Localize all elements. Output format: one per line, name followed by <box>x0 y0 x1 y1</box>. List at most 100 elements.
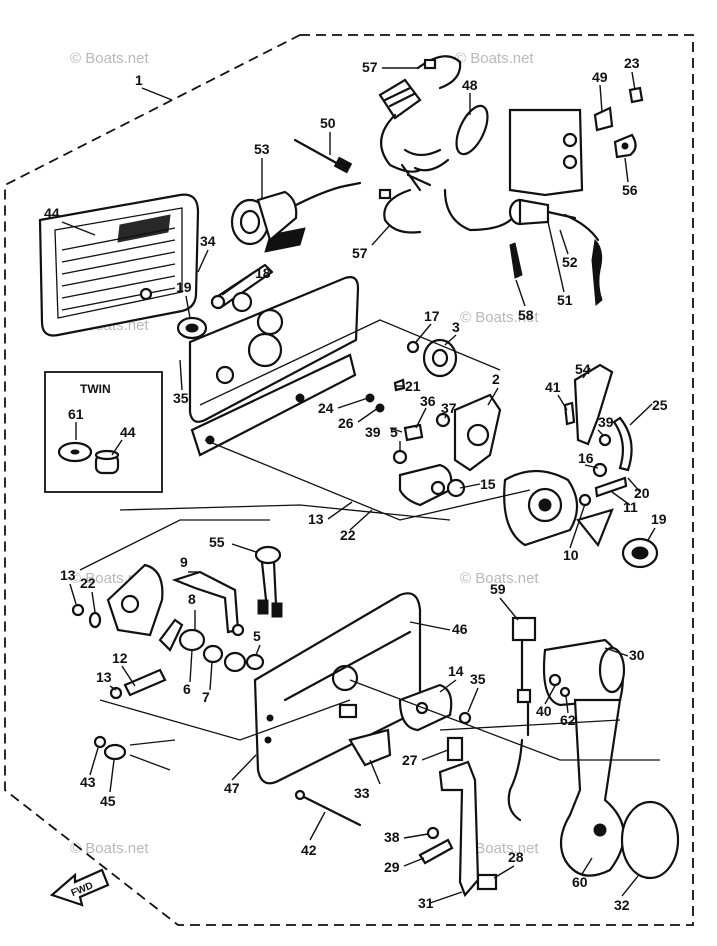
callout: 53 <box>254 141 270 157</box>
watermark: © Boats.net <box>460 309 539 326</box>
switch-bracket <box>508 86 644 197</box>
probe <box>293 138 353 174</box>
callout: 47 <box>224 780 240 796</box>
shift-cam <box>365 338 502 507</box>
leader-lines <box>61 67 656 904</box>
callout: 30 <box>629 647 645 663</box>
callout: 57 <box>352 245 368 261</box>
clip-49 <box>593 106 614 132</box>
callout: 5 <box>253 628 261 644</box>
callout: 5 <box>390 424 398 440</box>
callout: 19 <box>176 279 192 295</box>
bolt-42 <box>298 793 362 827</box>
callout: 29 <box>384 859 400 875</box>
main-switch <box>230 183 352 246</box>
callout: 56 <box>622 182 638 198</box>
mounting-plate <box>188 276 360 457</box>
shift-lever-assembly <box>71 563 265 700</box>
callout: 18 <box>255 265 271 281</box>
callout: 26 <box>338 415 354 431</box>
control-housing <box>253 592 422 785</box>
watermark: © Boats.net <box>460 840 539 857</box>
assembly-lines <box>79 319 660 761</box>
callout: 52 <box>562 254 578 270</box>
callout: 21 <box>405 378 421 394</box>
pin-58 <box>509 242 523 279</box>
callout: 25 <box>652 397 668 413</box>
callout: 39 <box>365 424 381 440</box>
callout: 36 <box>420 393 436 409</box>
callout: 50 <box>320 115 336 131</box>
assembly-outline <box>4 34 694 926</box>
twin-label: 44 <box>120 424 136 440</box>
callout: 39 <box>598 414 614 430</box>
washer-45 <box>103 743 127 761</box>
callout: 44 <box>44 205 60 221</box>
callout: 34 <box>200 233 216 249</box>
callout: 7 <box>202 689 210 705</box>
callout: 28 <box>508 849 524 865</box>
callout: 48 <box>462 77 478 93</box>
washer-17 <box>406 340 420 354</box>
callout: 22 <box>340 527 356 543</box>
neutral-switch-59 <box>507 616 537 822</box>
callout: 12 <box>112 650 128 666</box>
twin-box: TWIN 61 44 <box>44 371 163 493</box>
shift-arm <box>418 736 498 898</box>
callout: 16 <box>578 450 594 466</box>
callout: 62 <box>560 712 576 728</box>
callout: 43 <box>80 774 96 790</box>
callout: 42 <box>301 842 317 858</box>
callout: 55 <box>209 534 225 550</box>
twin-label: 61 <box>68 406 84 422</box>
callout: 13 <box>60 567 76 583</box>
callout: 57 <box>362 59 378 75</box>
control-handle <box>542 638 680 880</box>
callout: 24 <box>318 400 334 416</box>
callout: 41 <box>545 379 561 395</box>
nut-23 <box>628 86 644 104</box>
callout: 31 <box>418 895 434 911</box>
callout: 3 <box>452 319 460 335</box>
callout: 38 <box>384 829 400 845</box>
wiring-harness <box>348 78 517 232</box>
callout: 19 <box>651 511 667 527</box>
callout: 15 <box>480 476 496 492</box>
callout: 35 <box>173 390 189 406</box>
callout: 33 <box>354 785 370 801</box>
callout: 58 <box>518 307 534 323</box>
callout: 1 <box>135 72 143 88</box>
callout: 46 <box>452 621 468 637</box>
callout: 51 <box>557 292 573 308</box>
callout: 49 <box>592 69 608 85</box>
callout: 37 <box>441 400 457 416</box>
fwd-arrow: FWD <box>49 868 110 907</box>
throttle-cam <box>503 462 659 569</box>
callout: 35 <box>470 671 486 687</box>
screw-43 <box>93 735 107 749</box>
callout: 8 <box>188 591 196 607</box>
callout: 6 <box>183 681 191 697</box>
neutral-switch <box>508 198 603 306</box>
clip-57 <box>383 188 422 234</box>
callout: 10 <box>563 547 579 563</box>
watermark: © Boats.net <box>70 50 149 67</box>
cover-plate <box>38 193 200 337</box>
callout: 17 <box>424 308 440 324</box>
callout: 54 <box>575 361 591 377</box>
callout: 45 <box>100 793 116 809</box>
callout: 32 <box>614 897 630 913</box>
watermark: © Boats.net <box>70 840 149 857</box>
callout: 27 <box>402 752 418 768</box>
callout: 60 <box>572 874 588 890</box>
callout: 40 <box>536 703 552 719</box>
callout: 9 <box>180 554 188 570</box>
callout: 59 <box>490 581 506 597</box>
callout: 14 <box>448 663 464 679</box>
callout: 2 <box>492 371 500 387</box>
watermark: © Boats.net <box>455 50 534 67</box>
callout: 22 <box>80 575 96 591</box>
twin-box-title: TWIN <box>80 382 111 396</box>
trim-knob <box>254 545 283 618</box>
